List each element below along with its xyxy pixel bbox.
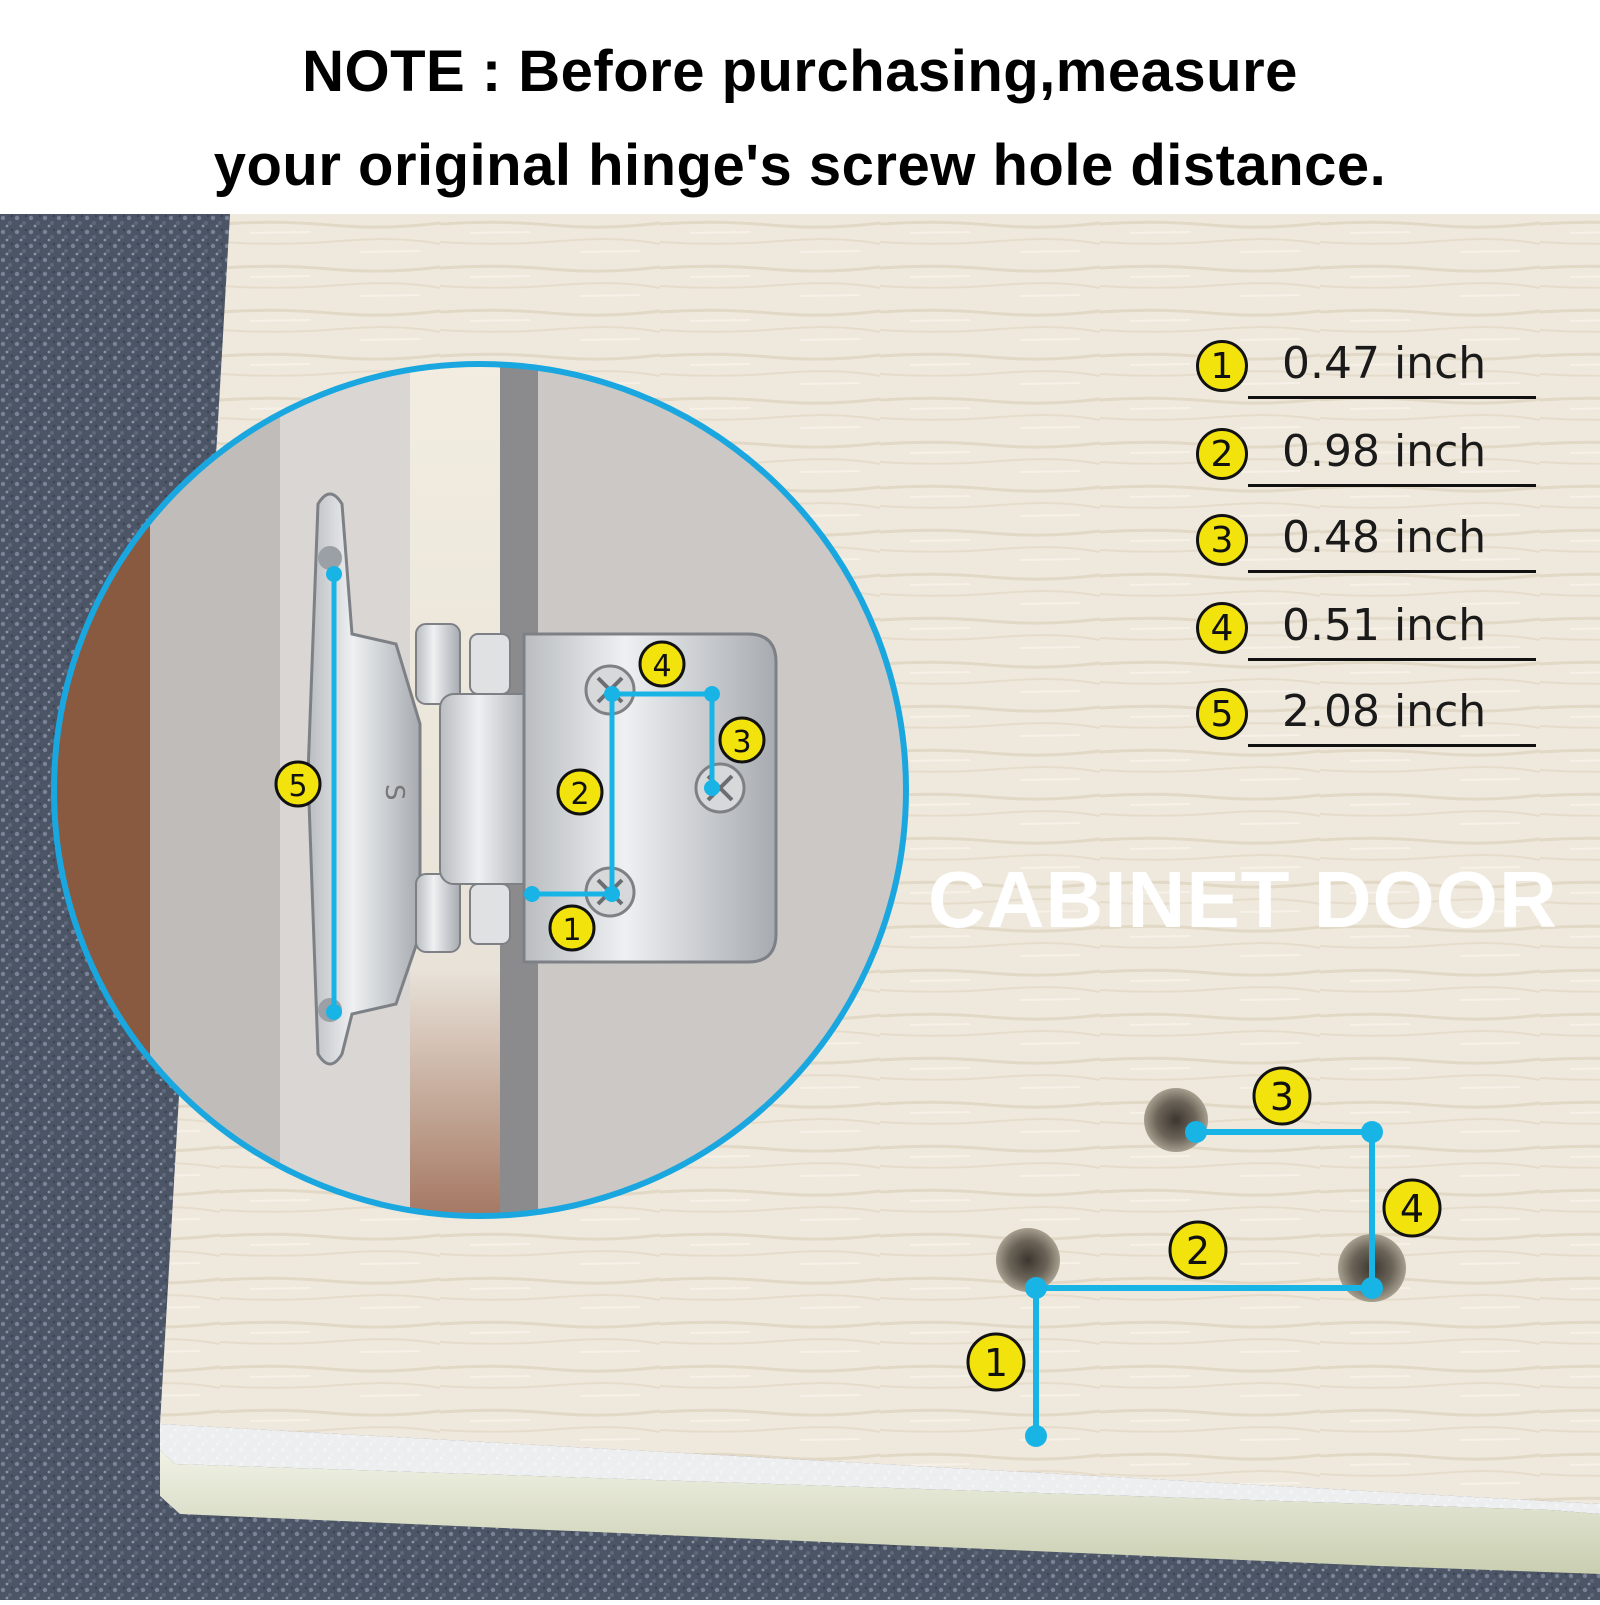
- door-badge-4: 4: [1382, 1178, 1442, 1238]
- legend-item-3: 3 0.48 inch: [1196, 512, 1536, 582]
- svg-text:1: 1: [562, 913, 581, 948]
- svg-text:4: 4: [652, 649, 671, 684]
- cabinet-door-label: CABINET DOOR: [928, 855, 1558, 944]
- legend-badge: 1: [1196, 340, 1248, 392]
- svg-text:3: 3: [1270, 1075, 1294, 1119]
- note-line-1: NOTE : Before purchasing,measure: [302, 39, 1298, 104]
- svg-text:S: S: [379, 784, 409, 801]
- legend-underline: [1248, 570, 1536, 573]
- legend-item-2: 2 0.98 inch: [1196, 426, 1536, 496]
- legend-underline: [1248, 658, 1536, 661]
- legend-badge: 2: [1196, 428, 1248, 480]
- legend-item-4: 4 0.51 inch: [1196, 600, 1536, 670]
- door-badge-2: 2: [1168, 1220, 1228, 1280]
- legend-value: 0.48 inch: [1282, 512, 1487, 563]
- legend-item-5: 5 2.08 inch: [1196, 686, 1536, 756]
- legend-badge: 3: [1196, 514, 1248, 566]
- legend-underline: [1248, 744, 1536, 747]
- legend-underline: [1248, 484, 1536, 487]
- svg-text:1: 1: [984, 1341, 1008, 1385]
- svg-text:2: 2: [570, 777, 589, 812]
- door-measurement-points: [1025, 1121, 1383, 1447]
- svg-text:5: 5: [288, 769, 307, 804]
- svg-text:4: 4: [1400, 1187, 1424, 1231]
- svg-text:3: 3: [732, 725, 751, 760]
- legend-value: 0.98 inch: [1282, 426, 1487, 477]
- legend-item-1: 1 0.47 inch: [1196, 338, 1536, 408]
- zoom-ring: [51, 361, 909, 1219]
- legend-value: 0.47 inch: [1282, 338, 1487, 389]
- note-header: NOTE : Before purchasing,measure your or…: [0, 0, 1600, 214]
- door-badge-1: 1: [966, 1332, 1026, 1392]
- svg-text:2: 2: [1186, 1229, 1210, 1273]
- legend-underline: [1248, 396, 1536, 399]
- note-line-2: your original hinge's screw hole distanc…: [213, 133, 1387, 198]
- legend-value: 2.08 inch: [1282, 686, 1487, 737]
- hinge-zoom-inset: S: [51, 361, 909, 1219]
- door-edge: [160, 1450, 1600, 1574]
- scene-illustration: 3 4 2 1 S: [0, 214, 1600, 1600]
- legend-value: 0.51 inch: [1282, 600, 1487, 651]
- photo-scene: 3 4 2 1 S: [0, 214, 1600, 1600]
- legend-badge: 4: [1196, 602, 1248, 654]
- legend-badge: 5: [1196, 688, 1248, 740]
- door-badge-3: 3: [1252, 1066, 1312, 1126]
